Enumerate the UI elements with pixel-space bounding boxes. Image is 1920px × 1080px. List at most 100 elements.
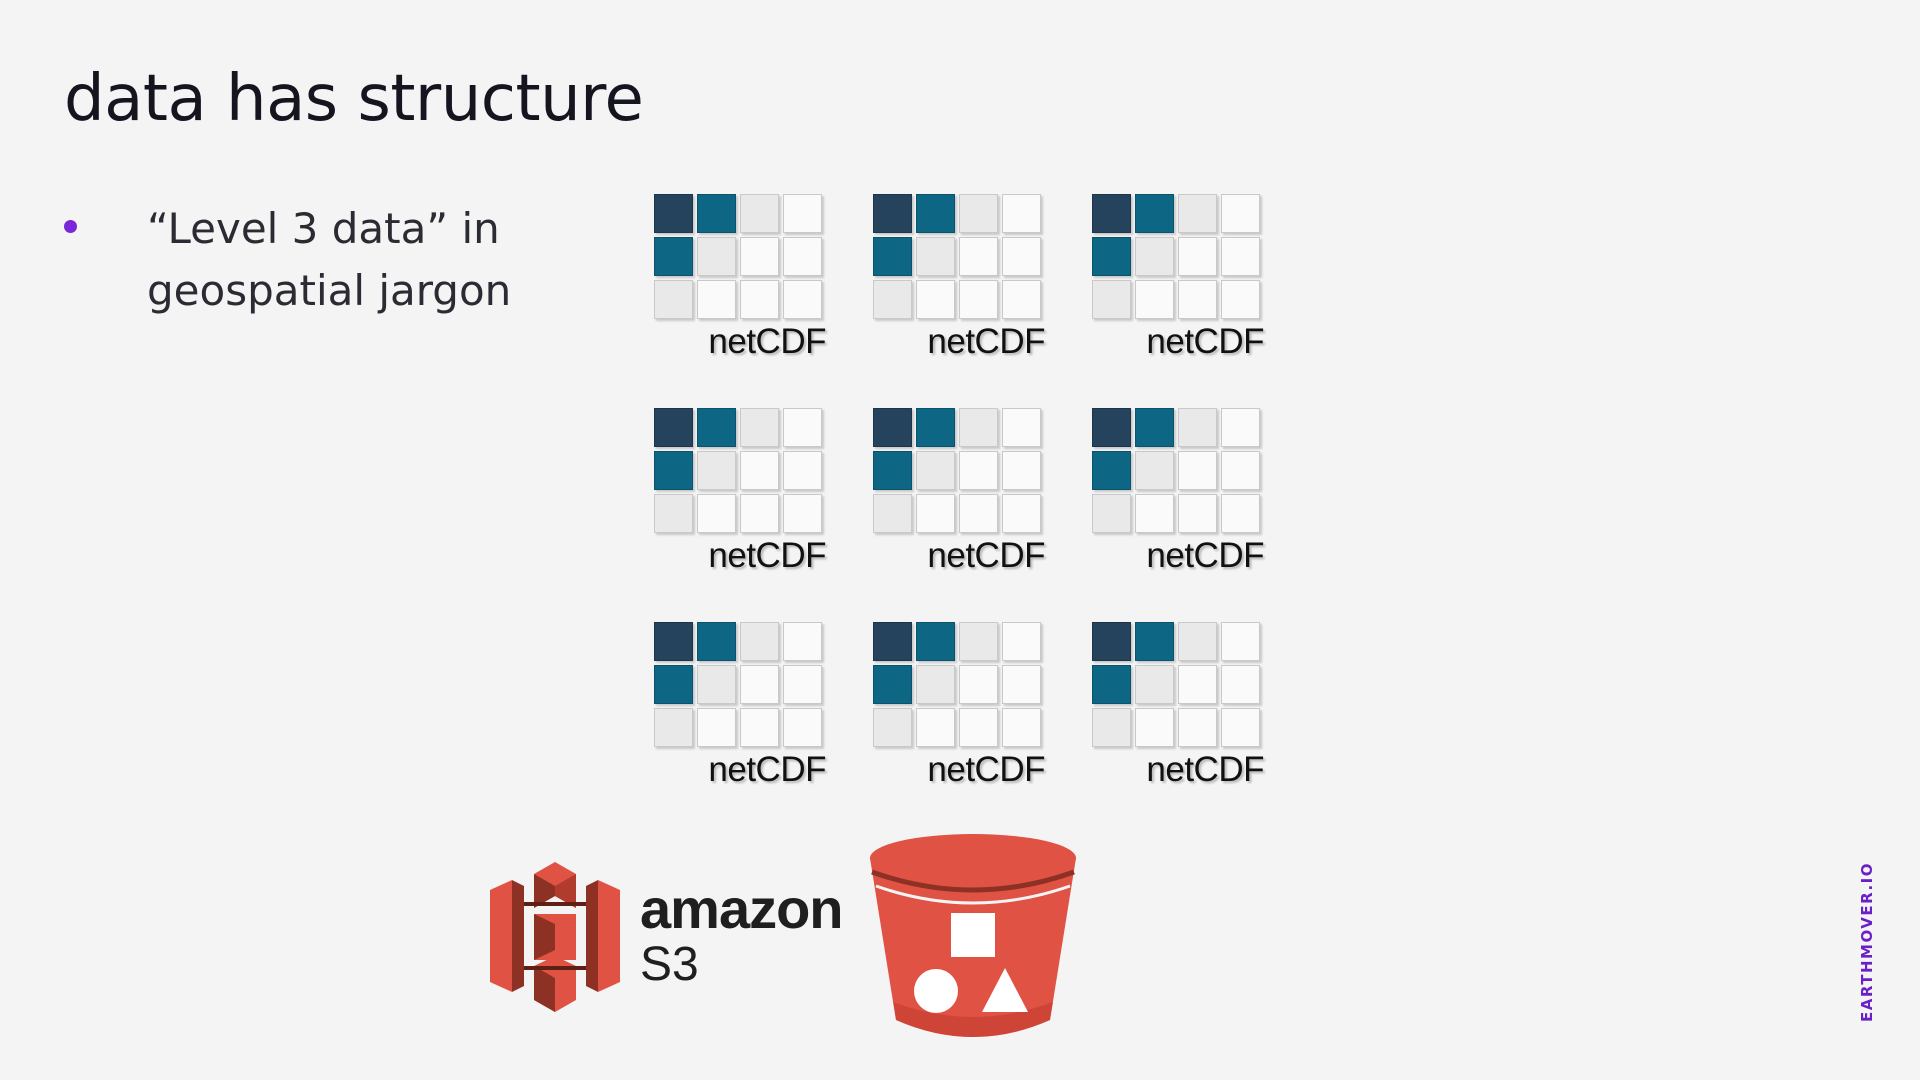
grid-cell <box>654 280 693 319</box>
grid-cell <box>740 280 779 319</box>
grid-cell <box>1002 708 1041 747</box>
grid-cell <box>740 194 779 233</box>
grid-cell <box>654 194 693 233</box>
netcdf-label: netCDF <box>927 536 1045 575</box>
grid-cell <box>740 451 779 490</box>
netcdf-label: netCDF <box>927 750 1045 789</box>
grid-cell <box>783 665 822 704</box>
grid-cell <box>959 451 998 490</box>
grid-cell <box>654 708 693 747</box>
grid-cell <box>1092 622 1131 661</box>
slide-title: data has structure <box>64 62 644 136</box>
grid-cell <box>1002 280 1041 319</box>
grid-cell <box>654 237 693 276</box>
netcdf-file-tile: netCDF <box>873 622 1053 802</box>
grid-cell <box>1221 708 1260 747</box>
grid-cell <box>873 494 912 533</box>
grid-cell <box>873 451 912 490</box>
s3-text: S3 <box>640 938 699 991</box>
grid-cell <box>1135 622 1174 661</box>
grid-cell <box>783 622 822 661</box>
grid-cell <box>1135 194 1174 233</box>
grid-cell <box>1092 665 1131 704</box>
netcdf-label: netCDF <box>1146 322 1264 361</box>
amazon-text: amazon <box>640 877 843 940</box>
grid-cell <box>959 494 998 533</box>
grid-cell <box>1002 665 1041 704</box>
netcdf-label: netCDF <box>1146 750 1264 789</box>
grid-cell <box>1221 451 1260 490</box>
grid-cell <box>740 408 779 447</box>
grid-cell <box>1178 194 1217 233</box>
grid-cell <box>873 665 912 704</box>
grid-cell <box>1178 665 1217 704</box>
grid-cell <box>959 408 998 447</box>
netcdf-file-tile: netCDF <box>654 622 834 802</box>
aws-s3-wordmark: amazon S3 <box>640 878 843 990</box>
grid-cell <box>1178 622 1217 661</box>
netcdf-file-tile: netCDF <box>873 408 1053 588</box>
grid-cell <box>1135 237 1174 276</box>
grid-cell <box>873 280 912 319</box>
grid-cell <box>1002 408 1041 447</box>
grid-cell <box>1178 280 1217 319</box>
netcdf-file-tile: netCDF <box>1092 622 1272 802</box>
grid-cell <box>783 708 822 747</box>
grid-cell <box>873 194 912 233</box>
grid-cell <box>697 194 736 233</box>
grid-cell <box>959 194 998 233</box>
grid-cell <box>1221 622 1260 661</box>
grid-cell <box>873 622 912 661</box>
grid-cell <box>1221 280 1260 319</box>
netcdf-file-tile: netCDF <box>654 194 834 374</box>
grid-cell <box>697 494 736 533</box>
grid-cell <box>1178 708 1217 747</box>
grid-cell <box>1178 237 1217 276</box>
grid-cell <box>1092 708 1131 747</box>
grid-cell <box>1221 665 1260 704</box>
grid-cell <box>1092 280 1131 319</box>
grid-cell <box>916 622 955 661</box>
grid-cell <box>916 708 955 747</box>
netcdf-label: netCDF <box>927 322 1045 361</box>
grid-cell <box>697 665 736 704</box>
s3-bucket-icon <box>868 832 1078 1048</box>
grid-cell <box>1135 451 1174 490</box>
grid-cell <box>1221 237 1260 276</box>
grid-cell <box>1002 451 1041 490</box>
grid-cell <box>1002 494 1041 533</box>
grid-cell <box>697 622 736 661</box>
grid-cell <box>783 280 822 319</box>
grid-cell <box>697 280 736 319</box>
grid-cell <box>959 708 998 747</box>
grid-cell <box>654 665 693 704</box>
grid-cell <box>959 237 998 276</box>
grid-cell <box>916 408 955 447</box>
grid-cell <box>916 494 955 533</box>
grid-cell <box>1092 194 1131 233</box>
grid-cell <box>873 237 912 276</box>
grid-cell <box>1002 194 1041 233</box>
grid-cell <box>1221 408 1260 447</box>
grid-cell <box>1092 451 1131 490</box>
grid-cell <box>959 665 998 704</box>
grid-cell <box>873 708 912 747</box>
grid-cell <box>697 451 736 490</box>
netcdf-label: netCDF <box>708 536 826 575</box>
grid-cell <box>1002 237 1041 276</box>
netcdf-file-tile: netCDF <box>873 194 1053 374</box>
grid-cell <box>740 622 779 661</box>
grid-cell <box>1092 408 1131 447</box>
grid-cell <box>916 451 955 490</box>
grid-cell <box>1135 708 1174 747</box>
grid-cell <box>1178 494 1217 533</box>
grid-cell <box>916 665 955 704</box>
grid-cell <box>873 408 912 447</box>
grid-cell <box>654 622 693 661</box>
grid-cell <box>1135 665 1174 704</box>
grid-cell <box>1092 237 1131 276</box>
grid-cell <box>740 708 779 747</box>
aws-s3-icon <box>490 862 620 1016</box>
grid-cell <box>740 665 779 704</box>
grid-cell <box>1135 280 1174 319</box>
